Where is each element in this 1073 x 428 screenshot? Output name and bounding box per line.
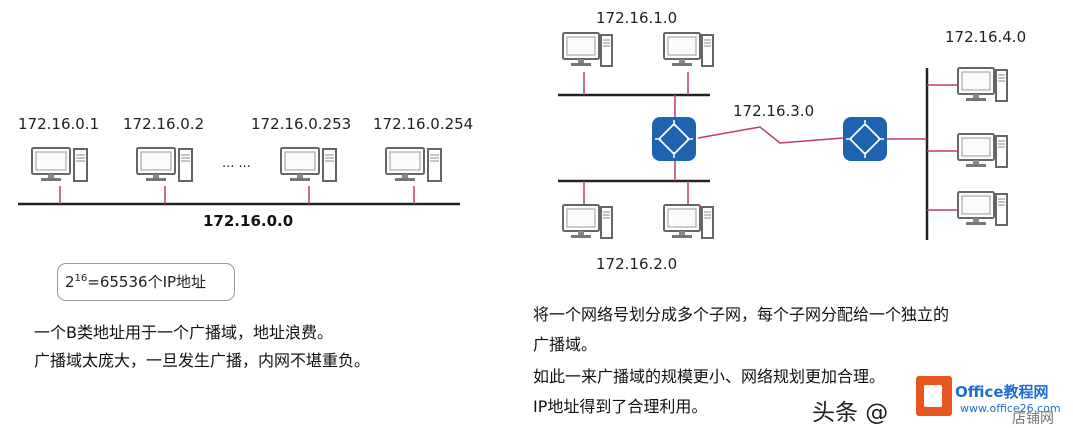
- serial-link: [697, 126, 844, 144]
- right-note-line: IP地址得到了合理利用。: [533, 397, 708, 416]
- left-note-line: 一个B类地址用于一个广播域，地址浪费。: [34, 323, 333, 342]
- host-label: 172.16.0.254: [373, 115, 474, 133]
- host-label: 172.16.0.2: [123, 115, 205, 133]
- router-icon: [842, 116, 888, 162]
- host-label: 172.16.0.253: [251, 115, 352, 133]
- computer-icon: [562, 32, 613, 67]
- computer-icon: [385, 147, 442, 182]
- host-label: 172.16.0.1: [18, 115, 100, 133]
- computer-icon: [136, 147, 193, 182]
- computer-icon: [562, 204, 613, 239]
- watermark-text: 头条 @: [812, 400, 889, 426]
- computer-icon: [663, 204, 714, 239]
- computer-icon: [957, 133, 1008, 168]
- ellipsis: ··· ···: [222, 160, 251, 175]
- speech-bubble: [57, 263, 235, 301]
- right-note-line: 将一个网络号划分成多个子网，每个子网分配给一个独立的: [533, 305, 950, 324]
- computer-icon: [957, 67, 1008, 102]
- subnet-bottom-bus: [558, 160, 710, 205]
- computer-icon: [663, 32, 714, 67]
- bubble-text: 216=65536个IP地址: [65, 273, 207, 291]
- right-note-line: 广播域。: [533, 335, 598, 354]
- computer-icon: [31, 147, 88, 182]
- computer-icon: [280, 147, 337, 182]
- watermark-suffix: 店铺网: [1012, 411, 1054, 427]
- right-note-line: 如此一来广播域的规模更小、网络规划更加合理。: [533, 367, 886, 386]
- subnet-label: 172.16.1.0: [596, 9, 678, 27]
- subnet-right-bus: [887, 68, 958, 240]
- office-logo-icon-inner: [924, 385, 942, 407]
- watermark-brand: Office教程网: [955, 383, 1049, 401]
- subnet-label: 172.16.3.0: [733, 102, 815, 120]
- network-label: 172.16.0.0: [203, 212, 294, 230]
- watermark-url: www.office26.com: [960, 402, 1061, 415]
- computer-icon: [957, 191, 1008, 226]
- subnet-top-bus: [558, 72, 710, 118]
- subnet-label: 172.16.4.0: [945, 28, 1027, 46]
- subnet-label: 172.16.2.0: [596, 255, 678, 273]
- left-note-line: 广播域太庞大，一旦发生广播，内网不堪重负。: [34, 351, 371, 370]
- router-icon: [651, 116, 697, 162]
- left-bus: [18, 186, 460, 206]
